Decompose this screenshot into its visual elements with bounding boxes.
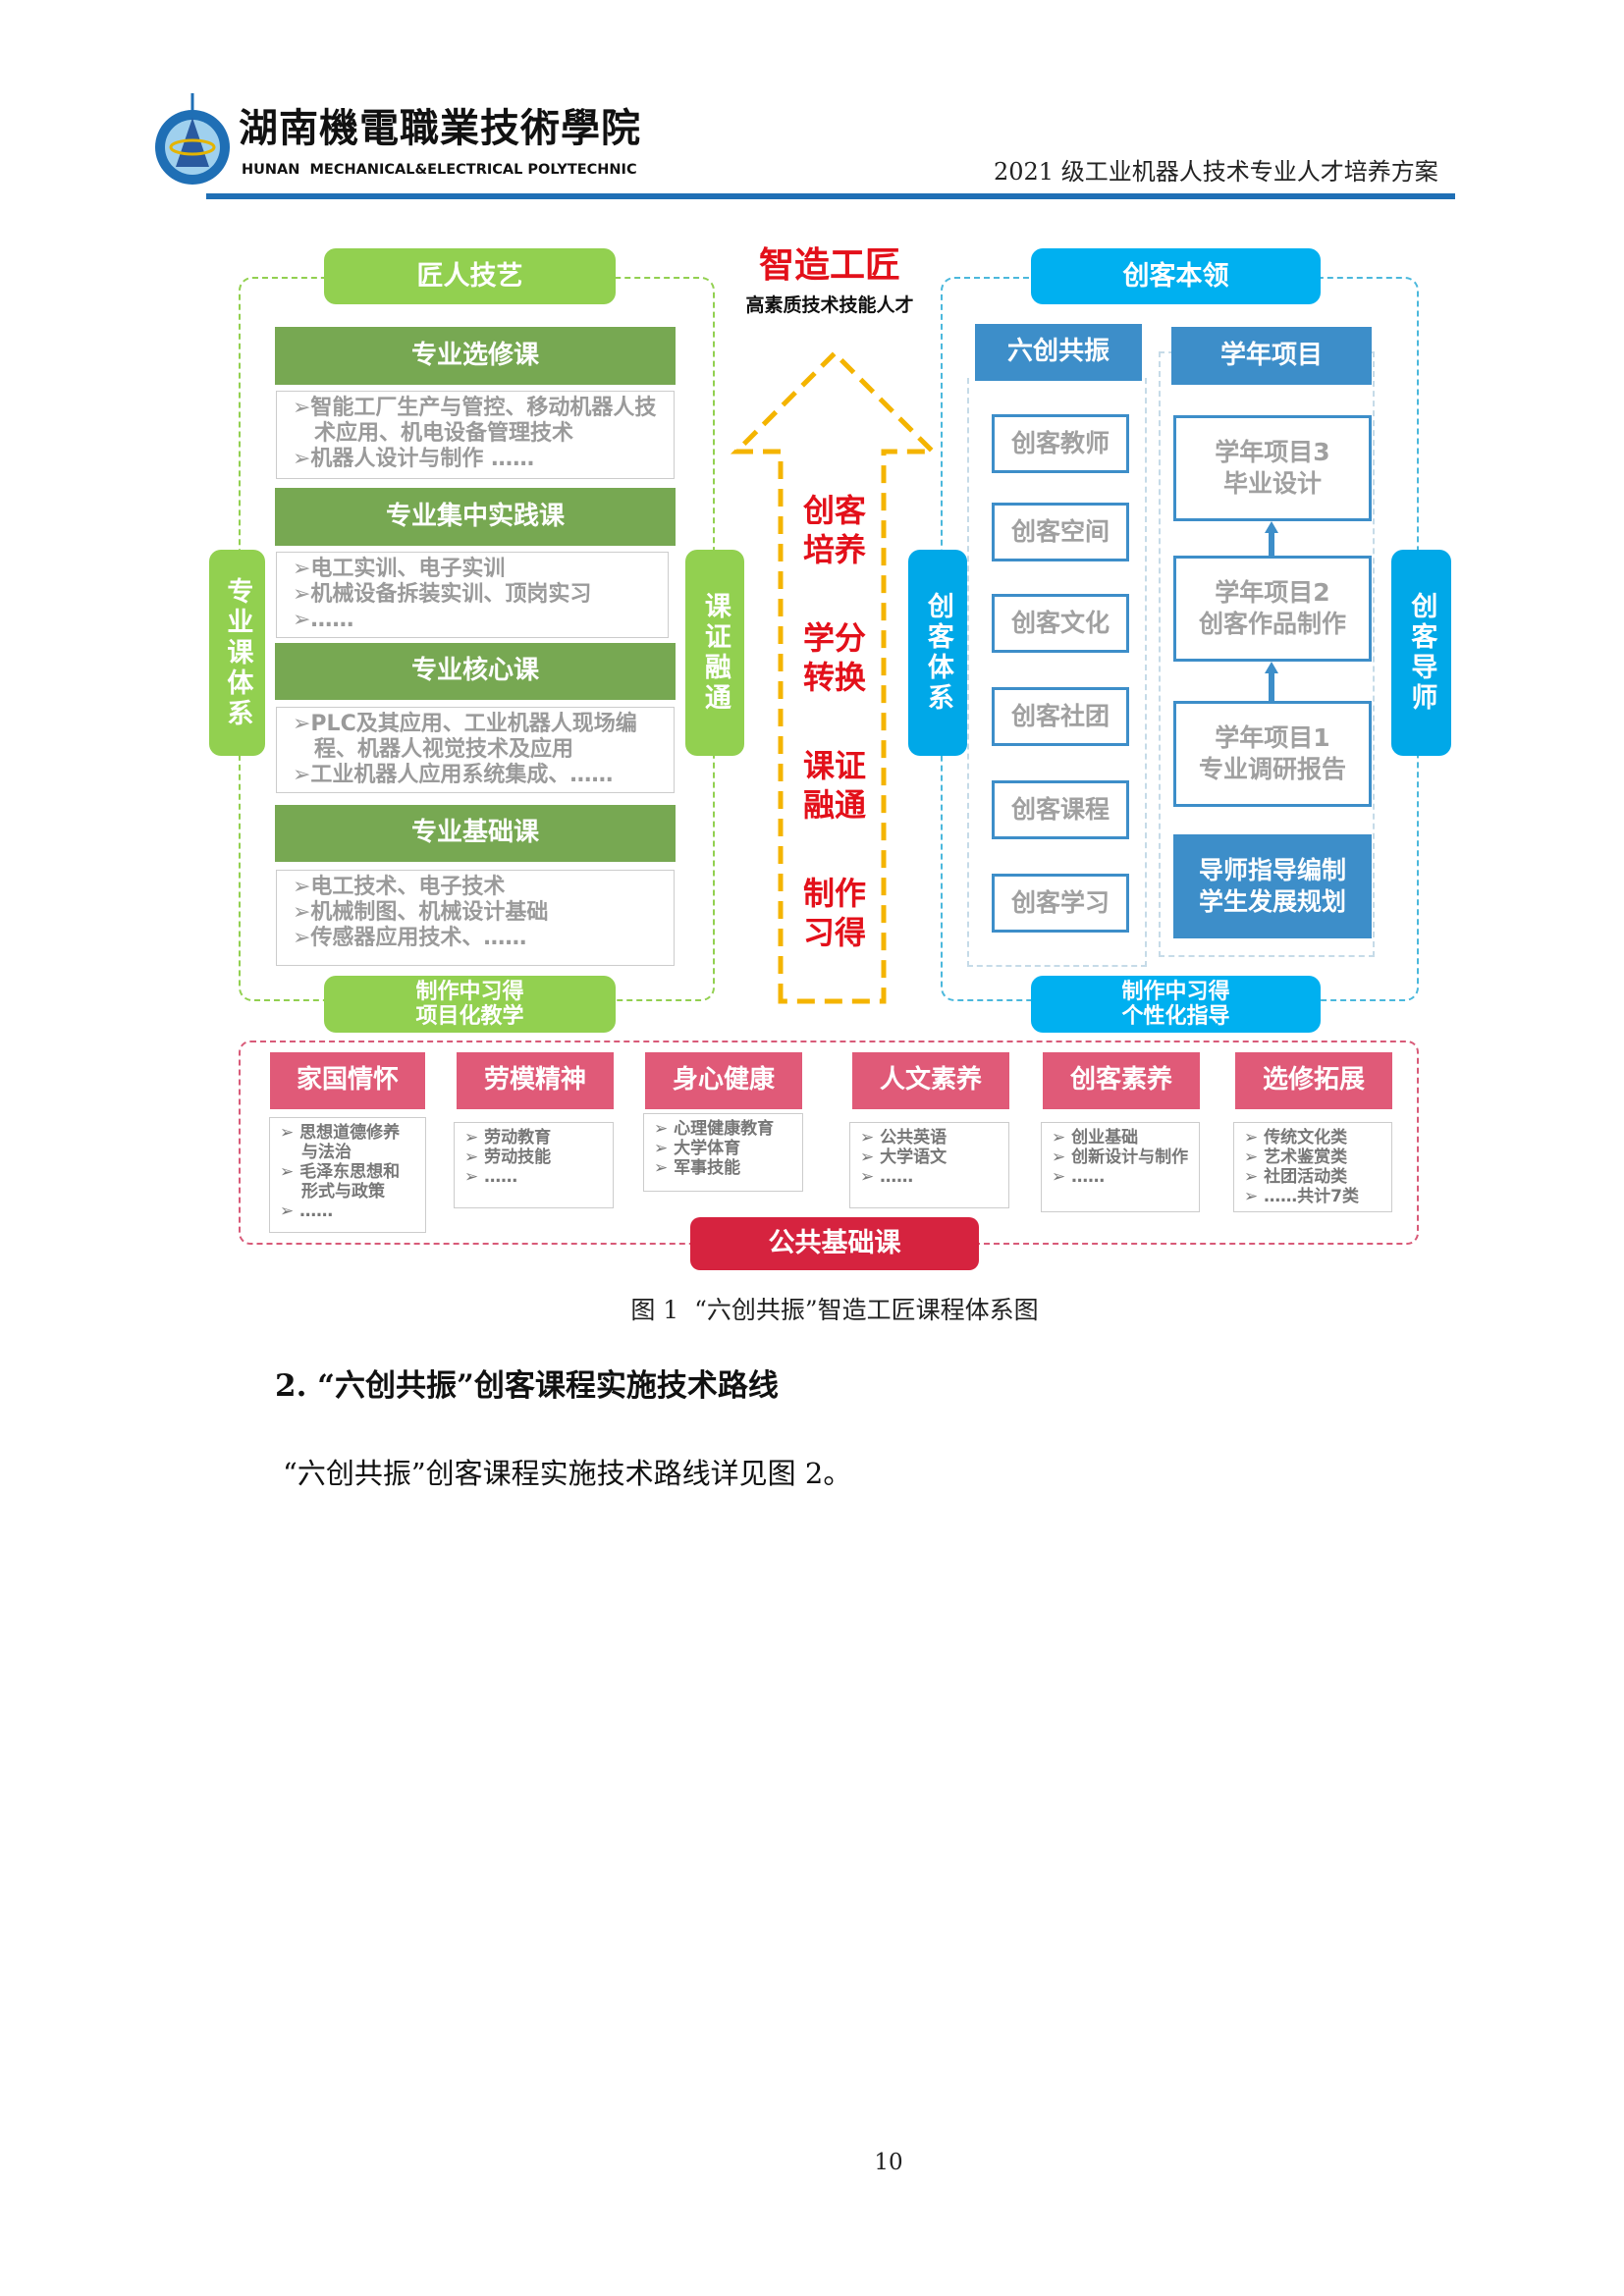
center-title: 智造工匠: [758, 245, 900, 286]
course-item: ➢PLC及其应用、工业机器人现场编程、机器人视觉技术及应用: [293, 712, 637, 762]
maker-system-tab: 创客体系: [908, 550, 967, 756]
page-number: 10: [874, 2150, 903, 2175]
six-item: 创客空间: [992, 503, 1129, 561]
course-item: ➢ 心理健康教育: [654, 1119, 775, 1139]
public-header: 创客素养: [1043, 1052, 1200, 1109]
right-footer-pill: 制作中习得 个性化指导: [1031, 976, 1321, 1033]
course-item: ➢工业机器人应用系统集成、……: [293, 763, 614, 787]
body-paragraph: “六创共振”创客课程实施技术路线详见图 2。: [283, 1457, 852, 1490]
section-content: ➢智能工厂生产与管控、移动机器人技术应用、机电设备管理技术➢机器人设计与制作 ……: [276, 391, 675, 479]
center-step: 创客 培养: [802, 492, 866, 568]
maker-mentor-tab: 创客导师: [1391, 550, 1451, 756]
course-item: ➢ 大学语文: [860, 1148, 947, 1167]
course-item: ➢ 毛泽东思想和形式与政策: [280, 1162, 401, 1201]
course-item: ➢ 思想道德修养与法治: [280, 1123, 401, 1162]
section-header: 专业核心课: [275, 643, 676, 700]
course-item: ➢机械制图、机械设计基础: [293, 900, 549, 925]
course-item: ➢传感器应用技术、……: [293, 926, 527, 950]
course-item: ➢ 创业基础: [1052, 1128, 1139, 1148]
course-item: ➢电工技术、电子技术: [293, 875, 506, 899]
course-item: ➢ 公共英语: [860, 1128, 947, 1148]
course-item: ➢智能工厂生产与管控、移动机器人技术应用、机电设备管理技术: [293, 396, 657, 446]
six-item: 创客文化: [992, 594, 1129, 653]
course-item: ➢电工实训、电子实训: [293, 557, 506, 581]
section-header: 专业基础课: [275, 805, 676, 862]
course-item: ➢ ……共计7类: [1244, 1187, 1359, 1206]
figure-caption: 图 1 “六创共振”智造工匠课程体系图: [630, 1296, 1039, 1324]
year-item: 学年项目1 专业调研报告: [1173, 701, 1372, 807]
course-item: ➢……: [293, 608, 354, 632]
public-header: 劳模精神: [457, 1052, 614, 1109]
header-rule: [206, 193, 1455, 199]
public-header: 选修拓展: [1235, 1052, 1392, 1109]
school-logo: [152, 93, 233, 187]
right-side-tab-cert: 课证融通: [685, 550, 744, 756]
section-heading: 2. “六创共振”创客课程实施技术路线: [275, 1368, 779, 1404]
section-header: 专业选修课: [275, 327, 676, 385]
year-final-box: 导师指导编制 学生发展规划: [1173, 834, 1372, 938]
left-side-tab: 专业课体系: [209, 550, 265, 756]
section-content: ➢PLC及其应用、工业机器人现场编程、机器人视觉技术及应用➢工业机器人应用系统集…: [276, 707, 675, 793]
course-item: ➢ 大学体育: [654, 1139, 741, 1158]
course-item: ➢ 创新设计与制作: [1052, 1148, 1189, 1167]
course-item: ➢机器人设计与制作 ……: [293, 447, 535, 471]
center-step: 学分 转换: [802, 619, 866, 696]
course-item: ➢ 传统文化类: [1244, 1128, 1348, 1148]
six-item: 创客教师: [992, 414, 1129, 473]
course-item: ➢ 劳动教育: [464, 1128, 552, 1148]
course-item: ➢ ……: [464, 1167, 518, 1187]
section-header: 专业集中实践课: [275, 488, 676, 546]
six-header: 六创共振: [975, 324, 1142, 381]
upward-arrow-icon: [730, 349, 940, 1004]
year-item: 学年项目2 创客作品制作: [1173, 556, 1372, 662]
arrow-up-icon: [1265, 521, 1278, 556]
public-header: 家国情怀: [270, 1052, 425, 1109]
course-item: ➢ ……: [860, 1167, 914, 1187]
public-header: 人文素养: [852, 1052, 1009, 1109]
right-title-pill: 创客本领: [1031, 248, 1321, 304]
six-item: 创客课程: [992, 780, 1129, 839]
school-name-en: HUNAN MECHANICAL&ELECTRICAL POLYTECHNIC: [242, 162, 637, 178]
year-header: 学年项目: [1171, 327, 1372, 385]
center-step: 制作 习得: [802, 875, 866, 951]
course-item: ➢ ……: [280, 1201, 334, 1221]
arrow-up-icon: [1265, 662, 1278, 701]
public-content: ➢ 思想道德修养与法治➢ 毛泽东思想和形式与政策➢ ……: [269, 1117, 426, 1233]
six-item: 创客社团: [992, 687, 1129, 746]
public-foundation-pill: 公共基础课: [690, 1217, 979, 1270]
public-header: 身心健康: [645, 1052, 802, 1109]
public-content: ➢ 创业基础➢ 创新设计与制作➢ ……: [1041, 1122, 1200, 1212]
public-content: ➢ 劳动教育➢ 劳动技能➢ ……: [454, 1122, 614, 1208]
public-content: ➢ 心理健康教育➢ 大学体育➢ 军事技能: [643, 1113, 803, 1192]
course-item: ➢ 军事技能: [654, 1158, 741, 1178]
course-item: ➢ 社团活动类: [1244, 1167, 1348, 1187]
center-step: 课证 融通: [802, 747, 866, 824]
left-footer-pill: 制作中习得 项目化教学: [324, 976, 616, 1033]
section-content: ➢电工实训、电子实训➢机械设备拆装实训、顶岗实习➢……: [276, 552, 669, 638]
center-subtitle: 高素质技术技能人才: [745, 294, 914, 316]
course-item: ➢ 劳动技能: [464, 1148, 552, 1167]
course-item: ➢ ……: [1052, 1167, 1106, 1187]
section-content: ➢电工技术、电子技术➢机械制图、机械设计基础➢传感器应用技术、……: [276, 870, 675, 966]
public-content: ➢ 传统文化类➢ 艺术鉴赏类➢ 社团活动类➢ ……共计7类: [1233, 1122, 1392, 1212]
document-title: 2021 级工业机器人技术专业人才培养方案: [994, 158, 1438, 186]
course-item: ➢ 艺术鉴赏类: [1244, 1148, 1348, 1167]
public-content: ➢ 公共英语➢ 大学语文➢ ……: [849, 1122, 1009, 1208]
left-title-pill: 匠人技艺: [324, 248, 616, 304]
six-column-frame: [967, 378, 1147, 967]
course-item: ➢机械设备拆装实训、顶岗实习: [293, 582, 592, 607]
school-name-cn: 湖南機電職業技術學院: [239, 105, 641, 151]
six-item: 创客学习: [992, 874, 1129, 933]
year-item: 学年项目3 毕业设计: [1173, 415, 1372, 521]
